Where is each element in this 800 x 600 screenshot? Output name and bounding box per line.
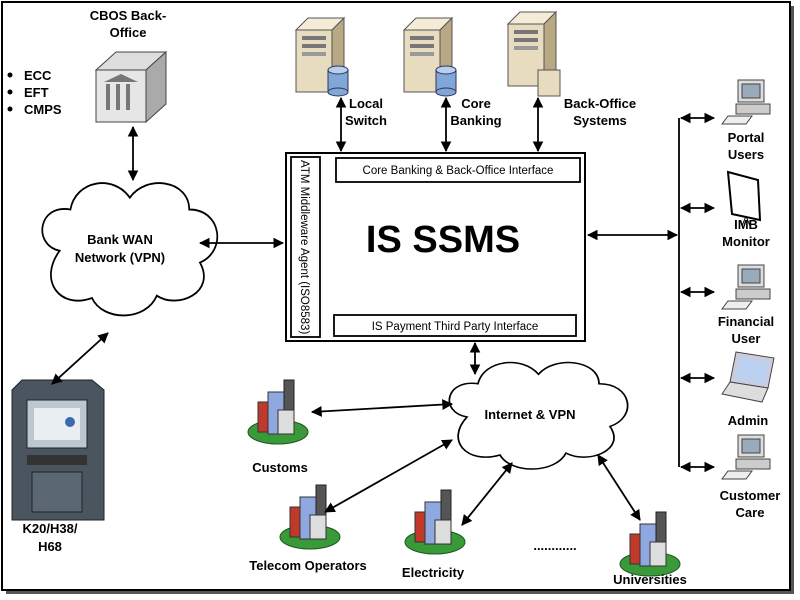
cbos-bullet: ECC (24, 68, 52, 83)
server-label-line1: Core (461, 96, 491, 111)
user-label-line1: Portal (728, 130, 765, 145)
cbos-building-icon (94, 50, 168, 124)
cbos-bullet: CMPS (24, 102, 62, 117)
third-party-label: Electricity (402, 565, 465, 580)
server-label-line2: Banking (450, 113, 501, 128)
cbos-bullet-list: ECC EFT CMPS (7, 68, 62, 117)
imb-monitor-screen-icon (726, 170, 762, 227)
bank-wan-label-line1: Bank WAN (87, 232, 153, 247)
server-label-line2: Switch (345, 113, 387, 128)
cbos-label-line2: Office (110, 25, 147, 40)
third-party-label: Telecom Operators (249, 558, 367, 573)
atm-icon (11, 379, 105, 521)
user-label-line2: User (732, 331, 761, 346)
user-label-line2: Users (728, 147, 764, 162)
core-banking-interface-label: Core Banking & Back-Office Interface (363, 165, 554, 177)
atm-middleware-agent-label: ATM Middleware Agent (ISO8583) (298, 160, 310, 334)
third-party-label: Universities (613, 572, 687, 587)
arrow-wan-atm (51, 332, 109, 385)
internet-vpn-label: Internet & VPN (484, 407, 575, 422)
atm-label-line1: K20/H38/ (23, 521, 78, 536)
is-ssms-box: ATM Middleware Agent (ISO8583) Core Bank… (285, 152, 586, 342)
is-ssms-title: IS SSMS (366, 219, 520, 261)
user-label-line1: Customer (720, 488, 781, 503)
cbos-label-line1: CBOS Back- (90, 8, 167, 23)
server-label-line2: Systems (573, 113, 626, 128)
user-bus-arrows (679, 112, 716, 473)
local-switch-server-icon (295, 17, 349, 97)
back-office-server-icon (507, 11, 561, 97)
cbos-bullet: EFT (24, 85, 49, 100)
third-party-label: Customs (252, 460, 308, 475)
core-banking-server-icon (403, 17, 457, 97)
admin-laptop-icon (721, 351, 775, 403)
user-label-line2: Care (736, 505, 765, 520)
ellipsis-more-parties: ............ (533, 538, 576, 553)
atm-label-line2: H68 (38, 539, 62, 554)
payment-third-party-interface-label: IS Payment Third Party Interface (372, 321, 539, 333)
user-label-line1: IMB (734, 217, 758, 232)
user-label-line1: Admin (728, 413, 769, 428)
user-label-line1: Financial (718, 314, 774, 329)
user-label-line2: Monitor (722, 234, 770, 249)
server-label-line1: Back-Office (564, 96, 636, 111)
third-party-arrows (310, 399, 641, 526)
server-label-line1: Local (349, 96, 383, 111)
bank-wan-label-line2: Network (VPN) (75, 250, 165, 265)
